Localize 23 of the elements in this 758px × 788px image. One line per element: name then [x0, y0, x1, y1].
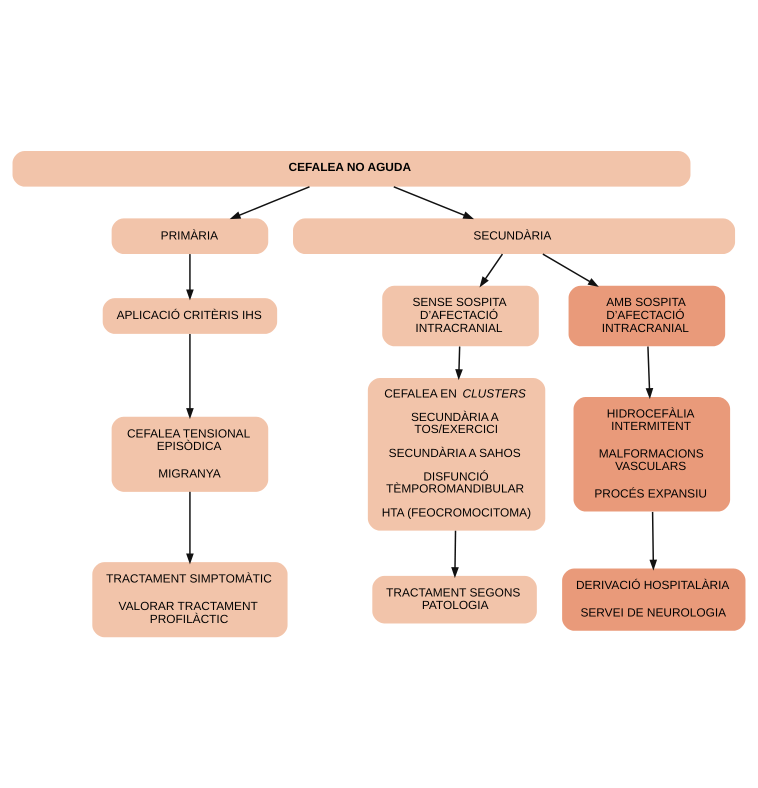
arrow — [186, 334, 194, 420]
arrow — [646, 346, 654, 400]
arrow — [649, 512, 658, 571]
node-box: HIDROCEFÀLIA INTERMITENT MALFORMACIONS VASCULARS PROCÉS EXPANSIU — [574, 396, 730, 512]
node-box: TRACTAMENT SEGONS PATOLOGIA — [372, 576, 537, 624]
arrow — [542, 253, 599, 287]
arrow — [186, 254, 194, 300]
arrow — [186, 492, 194, 564]
node-box: CEFALEA NO AGUDA — [12, 150, 690, 187]
arrow — [451, 530, 459, 578]
node-box: APLICACIÓ CRITÈRIS IHS — [102, 298, 278, 334]
node-box: CEFALEA TENSIONAL EPISÒDICA MIGRANYA — [112, 416, 268, 492]
arrow — [455, 346, 463, 380]
node-box: SENSE SOSPITA D’AFECTACIÓ INTRACRANIAL — [382, 286, 539, 346]
node-box: TRACTAMENT SIMPTOMÀTIC VALORAR TRACTAMENT PROFILÀCTIC — [92, 562, 288, 638]
node-box: AMB SOSPITA D’AFECTACIÓ INTRACRANIAL — [568, 286, 726, 346]
node-box: SECUNDÀRIA — [293, 218, 736, 254]
arrow — [394, 186, 474, 220]
arrow — [479, 254, 504, 288]
node-box: PRIMÀRIA — [112, 218, 268, 254]
arrow — [230, 186, 310, 220]
node-box: DERIVACIÓ HOSPITALÀRIA SERVEI DE NEUROLOGIA — [562, 568, 746, 631]
node-box: CEFALEA EN CLUSTERS SECUNDÀRIA A TOS/EXERCICI SECUNDÀRIA A SAHOS DISFUNCIÓ TÈMPOROMANDIBULAR HTA (FEOCROMOCITOMA) — [368, 378, 546, 531]
